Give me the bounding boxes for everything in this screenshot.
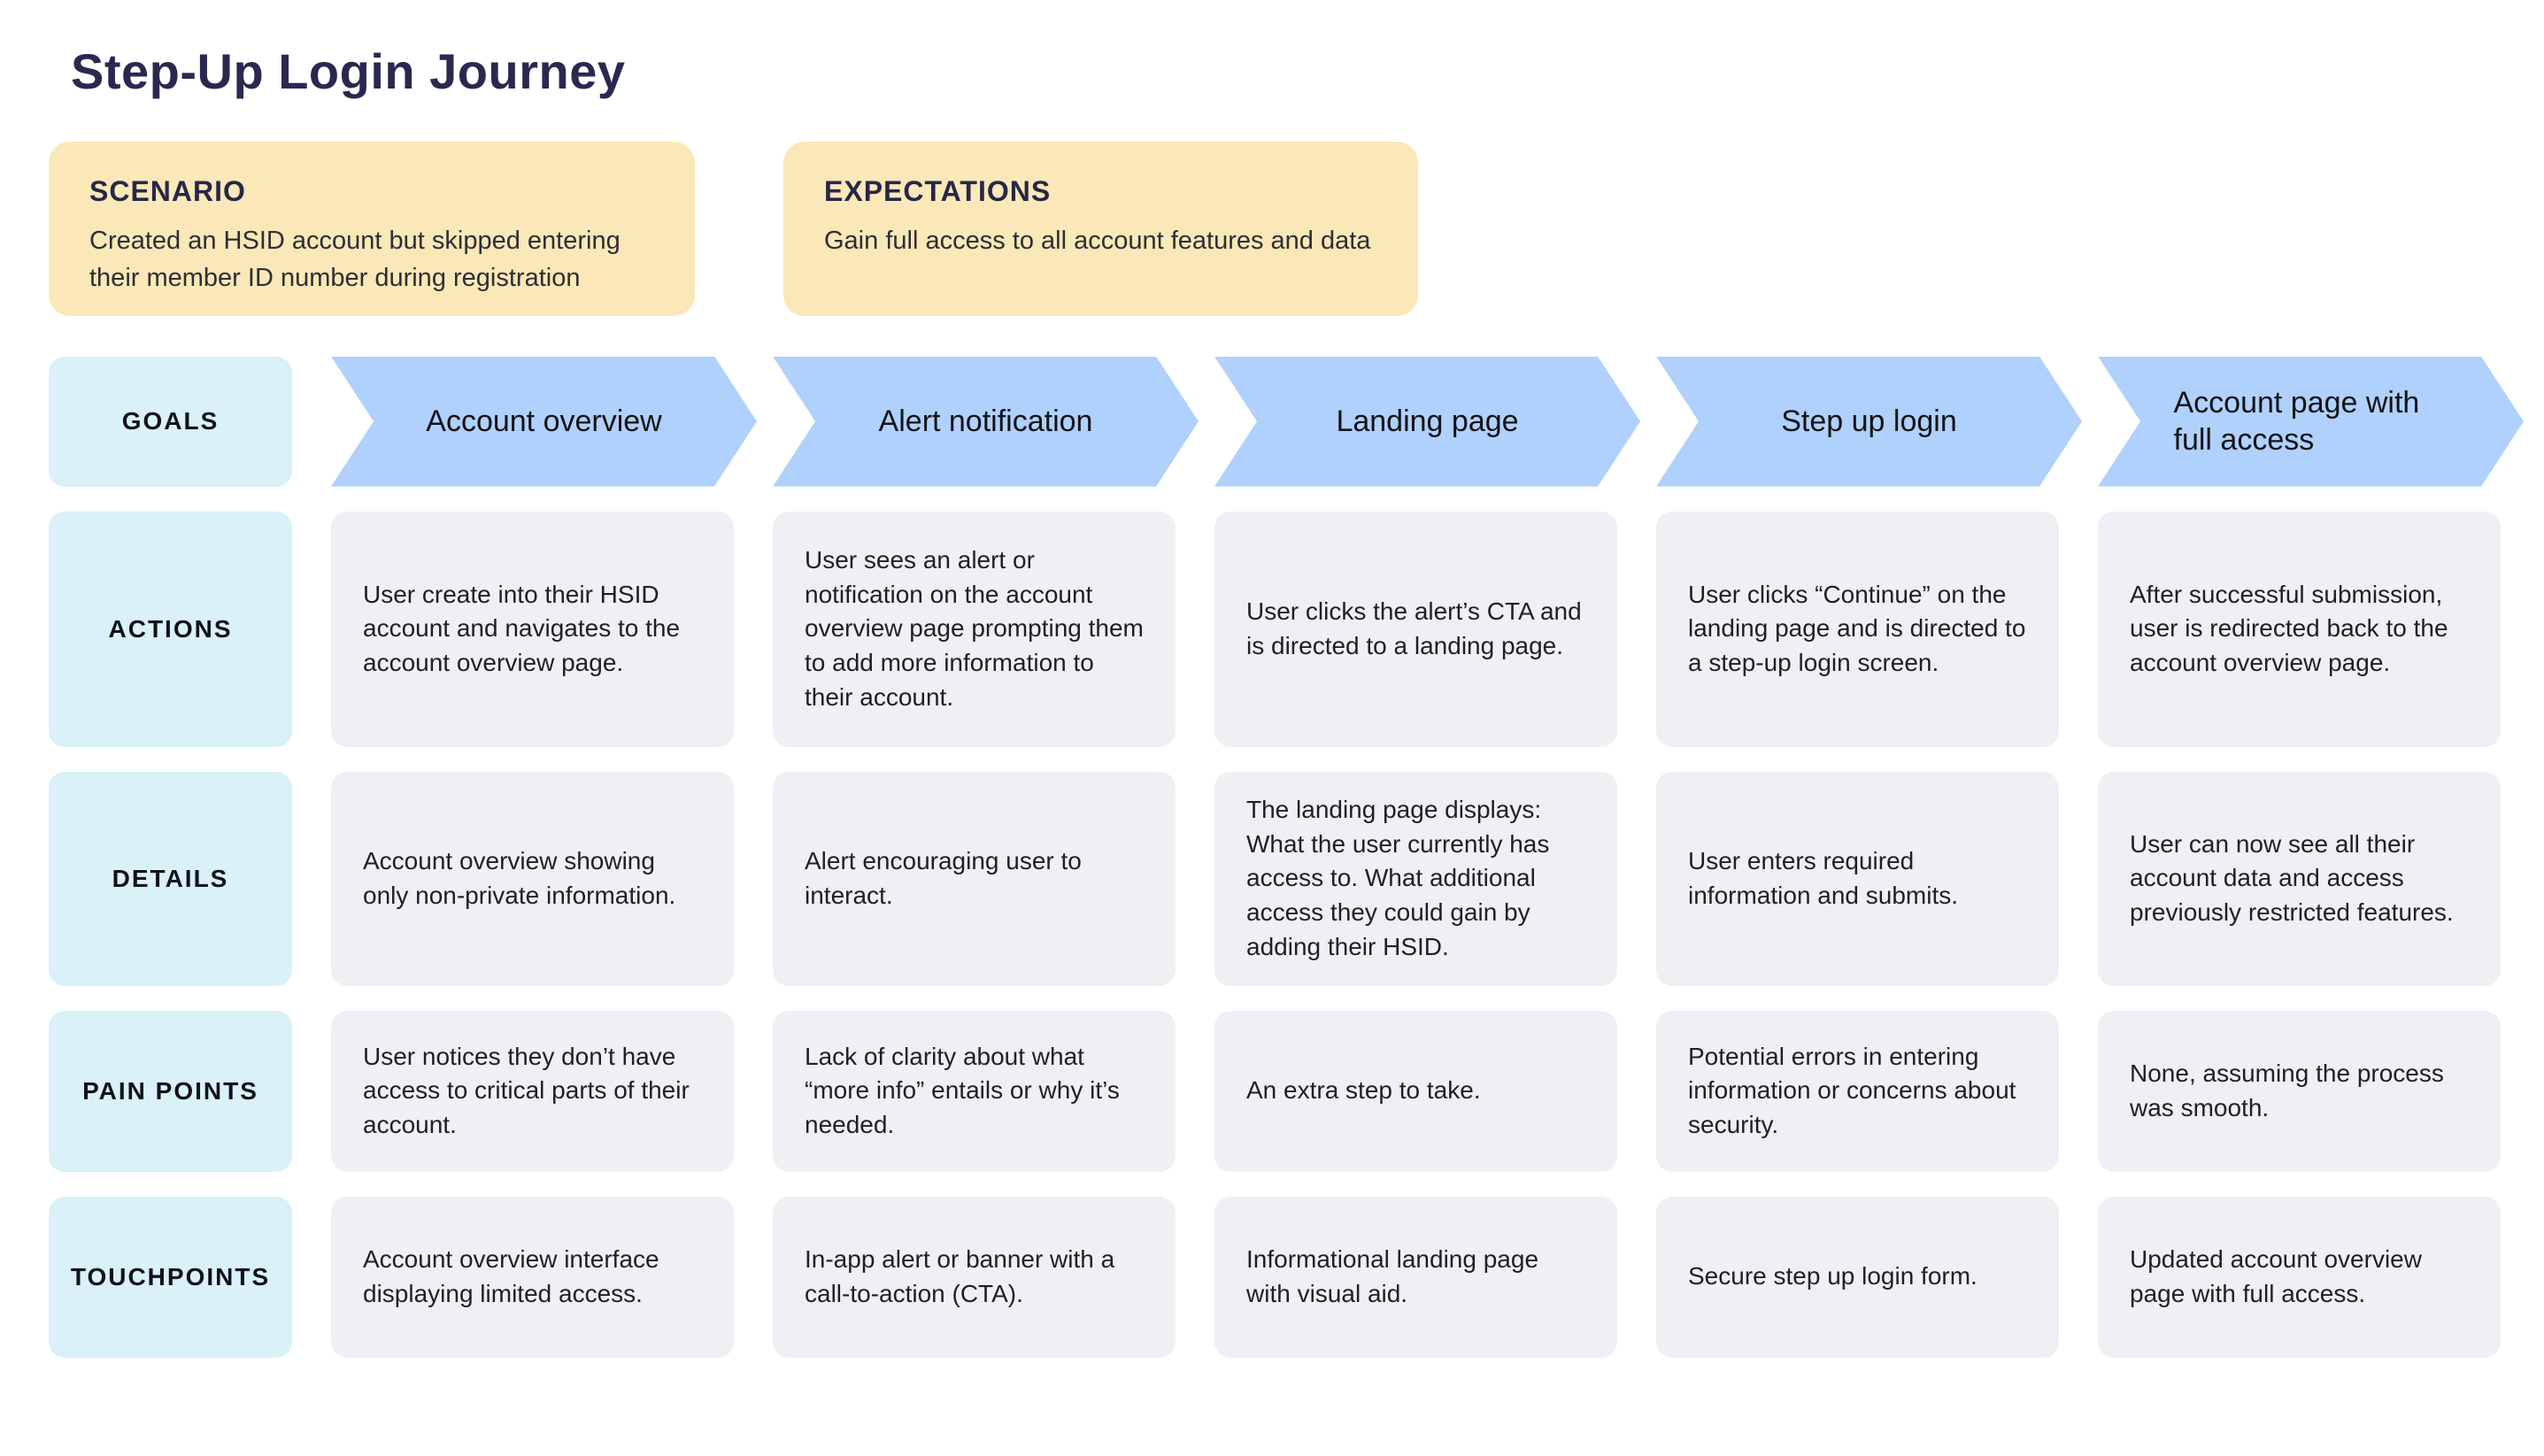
- expectations-box: EXPECTATIONS Gain full access to all acc…: [783, 141, 1418, 316]
- touchpoint-text: Account overview interface displaying li…: [363, 1244, 659, 1307]
- goal-arrow-label: Alert notification: [878, 404, 1093, 438]
- pain-point-cell-stage-2: Lack of clarity about what “more info” e…: [773, 1010, 1176, 1172]
- scenario-label: SCENARIO: [89, 174, 246, 207]
- pain-point-cell-stage-5: None, assuming the process was smooth.: [2098, 1010, 2501, 1172]
- pain-point-text: Potential errors in entering information…: [1688, 1042, 2016, 1138]
- pain-point-text: None, assuming the process was smooth.: [2130, 1059, 2444, 1121]
- pain-point-cell-stage-4: Potential errors in entering information…: [1656, 1010, 2059, 1172]
- touchpoint-text: Updated account overview page with full …: [2130, 1244, 2422, 1307]
- action-text: User clicks the alert’s CTA and is direc…: [1246, 597, 1582, 659]
- pain-point-text: Lack of clarity about what “more info” e…: [805, 1042, 1120, 1138]
- goal-arrow-alert-notification: Alert notification: [773, 356, 1199, 487]
- detail-text: User can now see all their account data …: [2130, 829, 2454, 926]
- page-title: Step-Up Login Journey: [71, 43, 626, 99]
- pain-point-cell-stage-1: User notices they don’t have access to c…: [331, 1010, 734, 1172]
- action-cell-stage-3: User clicks the alert’s CTA and is direc…: [1214, 511, 1617, 747]
- goal-arrow-label: Account page with full access: [2173, 385, 2420, 458]
- action-cell-stage-1: User create into their HSID account and …: [331, 511, 734, 747]
- goal-arrow-landing-page: Landing page: [1214, 356, 1640, 487]
- goal-arrow-label: Landing page: [1336, 404, 1519, 438]
- action-cell-stage-5: After successful submission, user is red…: [2098, 511, 2501, 747]
- row-label-pain-points: PAIN POINTS: [49, 1010, 292, 1172]
- row-label-touchpoints: TOUCHPOINTS: [49, 1196, 292, 1358]
- detail-text: The landing page displays: What the user…: [1246, 796, 1550, 960]
- row-label-actions: ACTIONS: [49, 511, 292, 747]
- detail-cell-stage-3: The landing page displays: What the user…: [1214, 771, 1617, 986]
- pain-point-text: User notices they don’t have access to c…: [363, 1042, 690, 1138]
- touchpoint-cell-stage-5: Updated account overview page with full …: [2098, 1196, 2501, 1358]
- pain-point-text: An extra step to take.: [1246, 1076, 1481, 1105]
- detail-cell-stage-5: User can now see all their account data …: [2098, 771, 2501, 986]
- touchpoint-cell-stage-4: Secure step up login form.: [1656, 1196, 2059, 1358]
- touchpoint-cell-stage-1: Account overview interface displaying li…: [331, 1196, 734, 1358]
- touchpoint-cell-stage-3: Informational landing page with visual a…: [1214, 1196, 1617, 1358]
- touchpoint-text: Informational landing page with visual a…: [1246, 1244, 1539, 1307]
- detail-cell-stage-4: User enters required information and sub…: [1656, 771, 2059, 986]
- goal-arrow-account-overview: Account overview: [331, 356, 757, 487]
- expectations-text: Gain full access to all account features…: [824, 226, 1371, 255]
- action-text: User clicks “Continue” on the landing pa…: [1688, 580, 2026, 676]
- detail-text: Account overview showing only non-privat…: [363, 846, 676, 909]
- row-label-details: DETAILS: [49, 771, 292, 986]
- row-label-goals: GOALS: [49, 356, 292, 487]
- action-text: After successful submission, user is red…: [2130, 580, 2448, 676]
- goal-arrow-account-page-full-access: Account page with full access: [2098, 356, 2524, 487]
- journey-map-grid: GOALS Account overview Alert notificatio…: [49, 356, 2524, 1358]
- action-text: User create into their HSID account and …: [363, 580, 681, 676]
- scenario-text: Created an HSID account but skipped ente…: [89, 226, 621, 292]
- goal-arrow-step-up-login: Step up login: [1656, 356, 2082, 487]
- detail-text: Alert encouraging user to interact.: [805, 846, 1082, 909]
- expectations-label: EXPECTATIONS: [824, 174, 1052, 207]
- goal-arrow-label: Account overview: [426, 404, 662, 438]
- touchpoint-text: Secure step up login form.: [1688, 1262, 1977, 1290]
- detail-text: User enters required information and sub…: [1688, 846, 1959, 909]
- pain-point-cell-stage-3: An extra step to take.: [1214, 1010, 1617, 1172]
- touchpoint-text: In-app alert or banner with a call-to-ac…: [805, 1244, 1115, 1307]
- info-boxes-row: SCENARIO Created an HSID account but ski…: [49, 141, 2544, 316]
- scenario-box: SCENARIO Created an HSID account but ski…: [49, 141, 695, 316]
- touchpoint-cell-stage-2: In-app alert or banner with a call-to-ac…: [773, 1196, 1176, 1358]
- action-cell-stage-4: User clicks “Continue” on the landing pa…: [1656, 511, 2059, 747]
- detail-cell-stage-1: Account overview showing only non-privat…: [331, 771, 734, 986]
- goal-arrow-label: Step up login: [1781, 404, 1957, 438]
- action-text: User sees an alert or notification on th…: [805, 546, 1144, 711]
- action-cell-stage-2: User sees an alert or notification on th…: [773, 511, 1176, 747]
- detail-cell-stage-2: Alert encouraging user to interact.: [773, 771, 1176, 986]
